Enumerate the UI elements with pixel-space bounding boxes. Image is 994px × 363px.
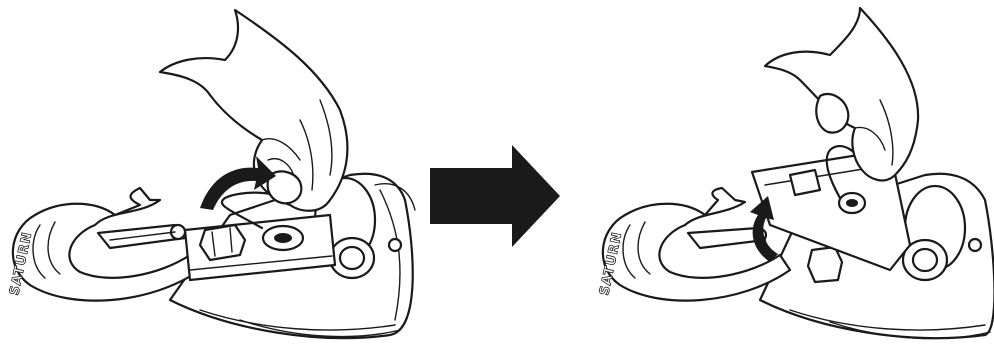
step-1-hook: SATURN xyxy=(7,188,200,301)
step-2-panel: SATURN xyxy=(597,8,994,339)
step-2-hand xyxy=(765,8,918,180)
right-arrow-icon xyxy=(430,145,560,247)
step-1-panel: SATURN xyxy=(7,10,415,338)
